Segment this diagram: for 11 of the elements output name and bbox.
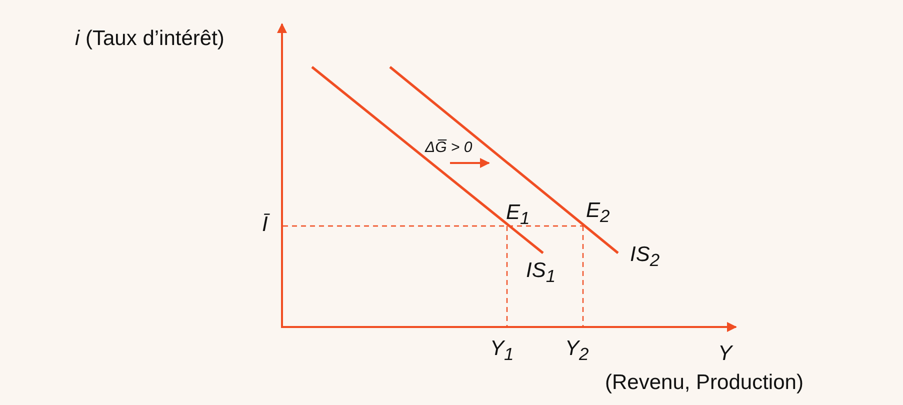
axis-tick-label: Y$_{1}$	[490, 338, 514, 364]
curve-label: IS$_{2}$	[630, 244, 660, 270]
axis-title: Y	[718, 343, 732, 364]
axis-tick-label: Ī	[262, 214, 268, 235]
curve-label: IS$_{1}$	[526, 260, 556, 286]
axis-tick-label: Y$_{2}$	[565, 338, 589, 364]
point-label: E$_{2}$	[586, 200, 610, 226]
axis-subtitle: (Revenu, Production)	[605, 372, 804, 393]
axis-title: i (Taux d’intérêt)	[75, 28, 224, 49]
annotation: ΔG̅ > 0	[425, 140, 472, 155]
point-label: E$_{1}$	[506, 202, 530, 228]
